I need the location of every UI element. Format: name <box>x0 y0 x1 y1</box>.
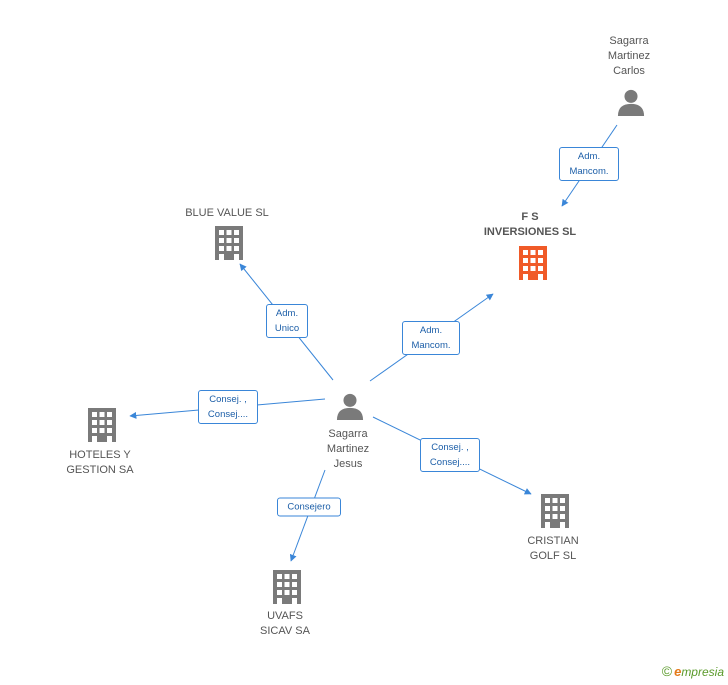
node-label-fs-inversiones[interactable]: F S INVERSIONES SL <box>483 211 577 238</box>
person-icon[interactable] <box>617 89 645 116</box>
edge-label-jesus-blue[interactable]: Adm. Unico <box>266 304 308 338</box>
building-icon[interactable] <box>273 570 301 604</box>
node-label-hoteles[interactable]: HOTELES Y GESTION SA <box>66 449 134 476</box>
node-label-sagarra-carlos[interactable]: Sagarra Martinez Carlos <box>607 35 651 77</box>
edge-label-jesus-fs[interactable]: Adm. Mancom. <box>402 321 460 355</box>
building-icon[interactable] <box>215 226 243 260</box>
edge-label-jesus-hoteles[interactable]: Consej. , Consej.... <box>198 390 258 424</box>
building-icon[interactable] <box>541 494 569 528</box>
edge-label-carlos-fs[interactable]: Adm. Mancom. <box>559 147 619 181</box>
brand-name: mpresia <box>681 665 724 679</box>
node-label-cristian-golf[interactable]: CRISTIAN GOLF SL <box>527 535 579 562</box>
edge-label-jesus-cristian[interactable]: Consej. , Consej.... <box>420 438 480 472</box>
edge-label-jesus-uvafs[interactable]: Consejero <box>277 497 341 517</box>
node-label-uvafs[interactable]: UVAFS SICAV SA <box>260 610 310 637</box>
brand-initial: e <box>674 664 682 679</box>
node-label-blue-value[interactable]: BLUE VALUE SL <box>185 207 269 219</box>
person-icon[interactable] <box>336 393 364 420</box>
building-icon[interactable] <box>88 408 116 442</box>
node-label-sagarra-jesus[interactable]: Sagarra Martinez Jesus <box>326 428 370 470</box>
building-icon[interactable] <box>519 246 547 280</box>
brand-logo: ©empresia <box>662 663 724 679</box>
copyright-symbol: © <box>661 663 673 679</box>
